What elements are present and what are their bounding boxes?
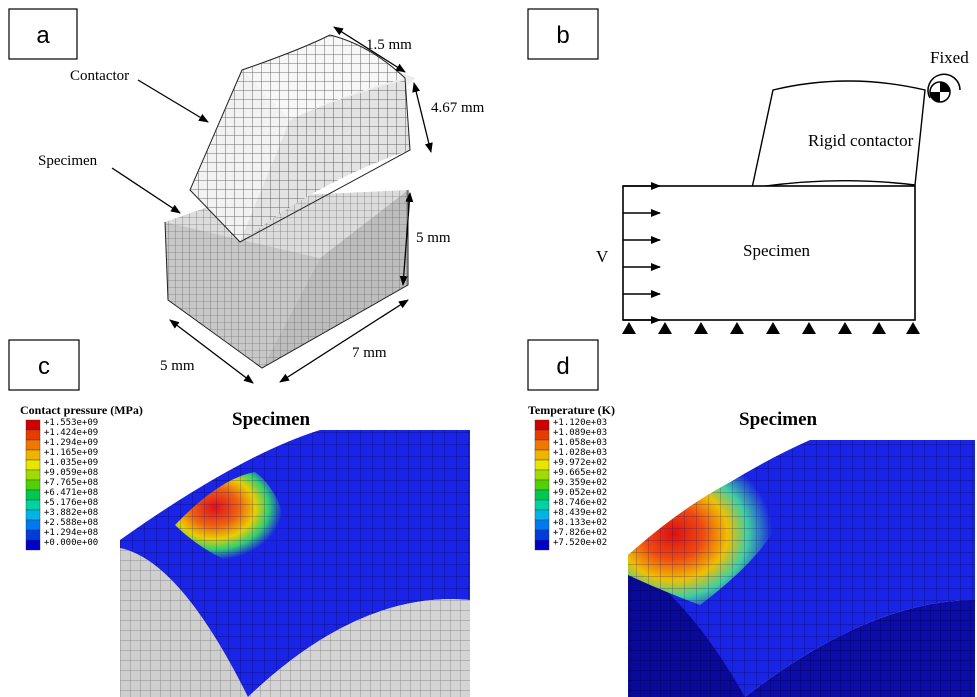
legend-value: +6.471e+08	[44, 488, 98, 498]
legend-swatch	[25, 499, 41, 511]
contactor-arrow	[137, 79, 209, 123]
legend-value: +9.059e+08	[44, 468, 98, 478]
legend-value: +1.035e+09	[44, 458, 98, 468]
legend-value: +7.826e+02	[553, 528, 607, 538]
fixed-label: Fixed	[930, 48, 969, 67]
legend-value: +5.176e+08	[44, 498, 98, 508]
legend-d: +1.120e+03+1.089e+03+1.058e+03+1.028e+03…	[534, 418, 607, 551]
panel-d: d Temperature (K) +1.120e+03+1.089e+03+1…	[527, 339, 975, 697]
legend-value: +1.553e+09	[44, 418, 98, 428]
panel-c: c Contact pressure (MPa) +1.553e+09+1.42…	[8, 339, 470, 697]
dim-arrow-width-top	[333, 26, 406, 73]
fixed-rotation-arc	[927, 73, 961, 99]
legend-swatch	[534, 529, 550, 541]
velocity-arrows	[623, 182, 661, 324]
legend-swatch	[25, 429, 41, 441]
dim-length: 7 mm	[352, 345, 387, 361]
legend-swatch	[25, 459, 41, 471]
panel-b: b Rigid contactor Fixed Specimen V	[527, 8, 969, 334]
dim-height-specimen: 5 mm	[416, 230, 451, 246]
legend-c-title: Contact pressure (MPa)	[20, 403, 143, 417]
dim-arrow-depth	[169, 319, 254, 384]
rigid-contactor-shape	[751, 80, 926, 189]
legend-value: +1.120e+03	[553, 418, 607, 428]
legend-swatch	[25, 519, 41, 531]
dim-arrow-height-contactor	[412, 82, 433, 153]
panel-a-label-box	[8, 8, 78, 60]
legend-value: +1.028e+03	[553, 448, 607, 458]
panel-a-label: a	[36, 22, 50, 49]
legend-value: +8.439e+02	[553, 508, 607, 518]
legend-value: +8.746e+02	[553, 498, 607, 508]
panel-d-label: d	[556, 353, 569, 380]
panel-d-label-box	[527, 339, 599, 391]
legend-swatch	[25, 419, 41, 431]
specimen-rect	[622, 185, 916, 321]
legend-swatch	[534, 459, 550, 471]
roller-supports	[622, 322, 920, 334]
specimen-label-b: Specimen	[743, 241, 811, 260]
legend-value: +9.972e+02	[553, 458, 607, 468]
panel-c-title: Specimen	[232, 409, 311, 430]
legend-swatch	[534, 429, 550, 441]
legend-value: +9.359e+02	[553, 478, 607, 488]
legend-swatch	[25, 509, 41, 521]
legend-swatch	[25, 479, 41, 491]
legend-value: +1.424e+09	[44, 428, 98, 438]
legend-swatch	[25, 469, 41, 481]
legend-swatch	[534, 509, 550, 521]
legend-value: +0.000e+00	[44, 538, 98, 548]
legend-swatch	[534, 419, 550, 431]
dim-arrow-height-specimen	[399, 192, 414, 286]
legend-swatch	[534, 479, 550, 491]
legend-d-title: Temperature (K)	[528, 403, 615, 417]
legend-c: +1.553e+09+1.424e+09+1.294e+09+1.165e+09…	[25, 418, 98, 551]
legend-value: +2.588e+08	[44, 518, 98, 528]
legend-value: +1.294e+08	[44, 528, 98, 538]
rigid-contactor-label: Rigid contactor	[808, 131, 914, 150]
specimen-label: Specimen	[38, 153, 98, 169]
legend-value: +3.882e+08	[44, 508, 98, 518]
legend-swatch	[25, 449, 41, 461]
legend-value: +1.058e+03	[553, 438, 607, 448]
legend-value: +1.294e+09	[44, 438, 98, 448]
legend-value: +7.520e+02	[553, 538, 607, 548]
legend-swatch	[534, 539, 550, 551]
legend-value: +1.089e+03	[553, 428, 607, 438]
legend-swatch	[534, 439, 550, 451]
legend-value: +1.165e+09	[44, 448, 98, 458]
legend-swatch	[25, 539, 41, 551]
legend-value: +9.665e+02	[553, 468, 607, 478]
legend-swatch	[25, 489, 41, 501]
dim-width-top: 1.5 mm	[366, 37, 412, 53]
specimen-arrow	[111, 167, 181, 214]
legend-swatch	[25, 439, 41, 451]
dim-depth: 5 mm	[160, 358, 195, 374]
specimen-d-mesh	[628, 440, 975, 697]
dim-height-contactor: 4.67 mm	[431, 100, 485, 116]
specimen-c-mesh	[120, 430, 470, 697]
legend-value: +9.052e+02	[553, 488, 607, 498]
legend-swatch	[534, 449, 550, 461]
legend-value: +7.765e+08	[44, 478, 98, 488]
legend-swatch	[534, 519, 550, 531]
legend-value: +8.133e+02	[553, 518, 607, 528]
panel-c-label-box	[8, 339, 80, 391]
legend-swatch	[25, 529, 41, 541]
panel-b-label-box	[527, 8, 599, 60]
fixed-icon	[929, 81, 951, 103]
panel-a: a Contactor Specimen 1.5	[8, 8, 485, 384]
legend-swatch	[534, 469, 550, 481]
legend-swatch	[534, 499, 550, 511]
legend-swatch	[534, 489, 550, 501]
panel-c-label: c	[38, 353, 50, 380]
dim-arrow-length	[279, 299, 409, 383]
panel-d-title: Specimen	[739, 409, 818, 430]
contactor-label: Contactor	[70, 68, 129, 84]
velocity-label: V	[596, 247, 609, 266]
panel-b-label: b	[556, 22, 569, 49]
